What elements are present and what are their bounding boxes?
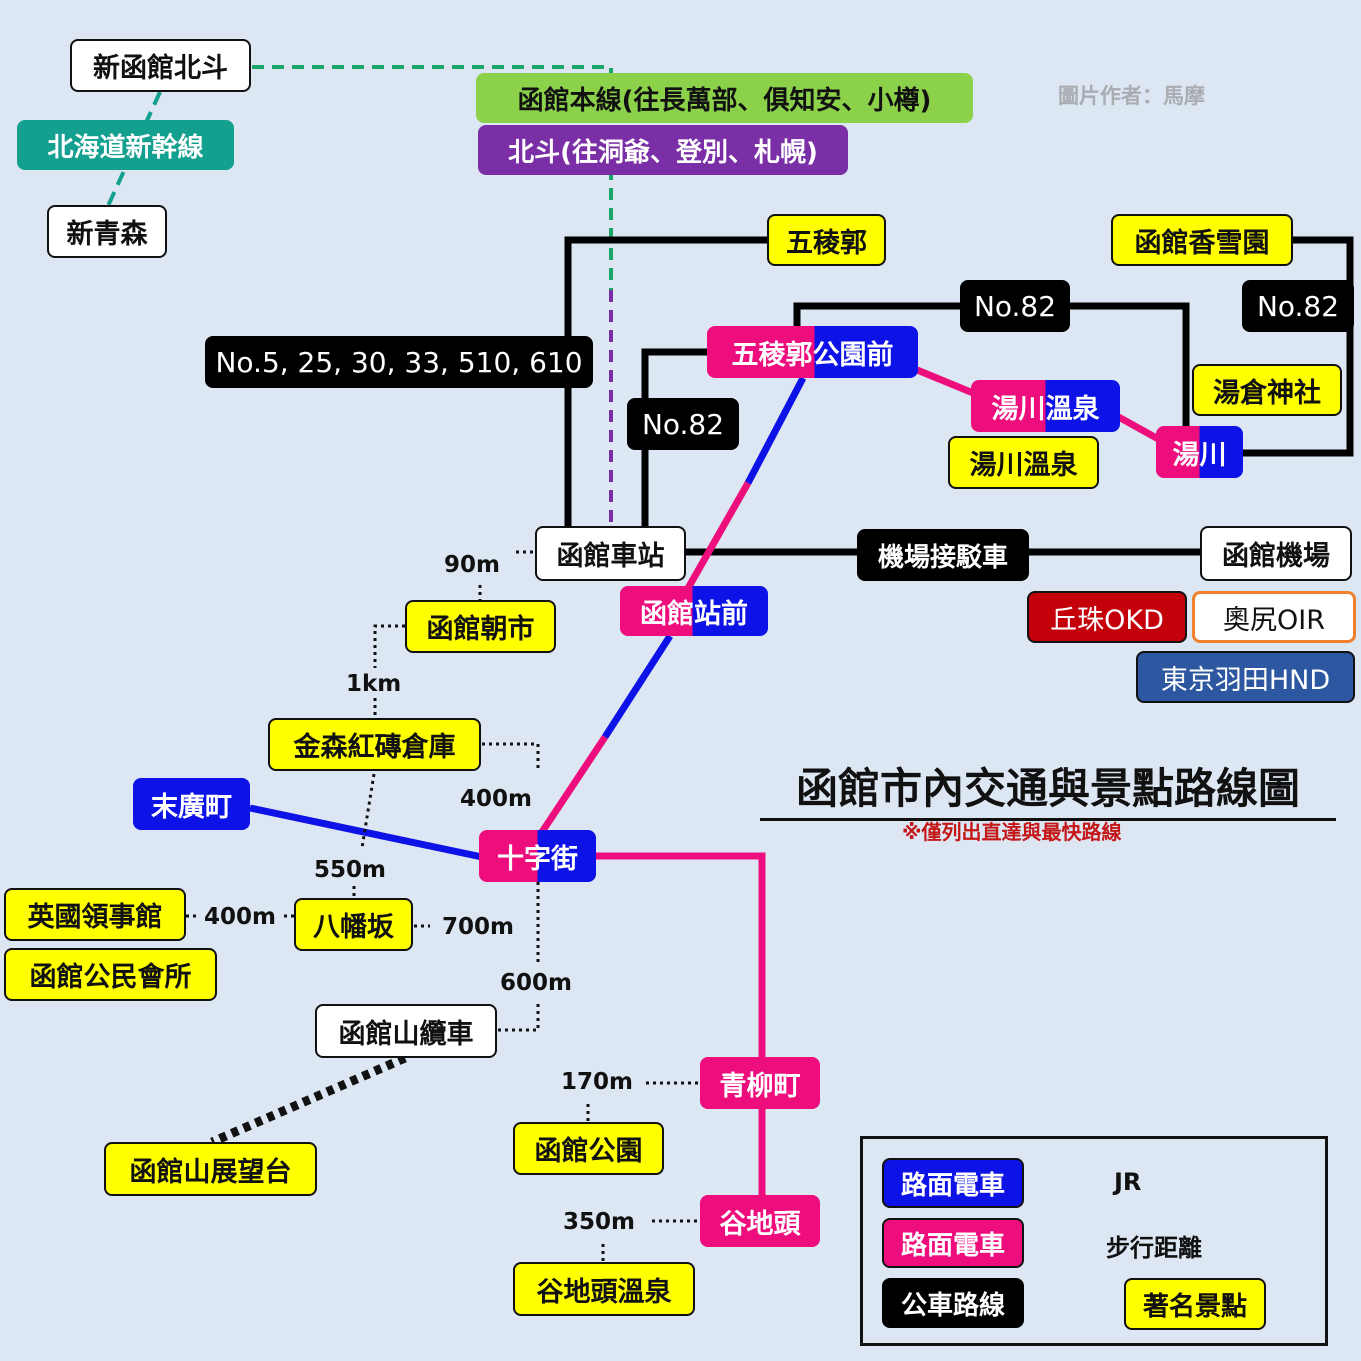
distance-350m: 350m [563, 1209, 635, 1235]
spot-kominkan[interactable]: 函館公民會所 [4, 948, 217, 1001]
spot-kosetsuen[interactable]: 函館香雪園 [1111, 214, 1293, 266]
tram-stop-yunokawa[interactable]: 湯川 [1156, 426, 1243, 478]
tram-stop-goryokaku-koen-mae[interactable]: 五稜郭公園前 [707, 326, 918, 378]
mt-hakodate-ropeway[interactable]: 函館山纜車 [315, 1004, 497, 1058]
tram-stop-aoyagicho[interactable]: 青柳町 [700, 1057, 820, 1109]
hakodate-station[interactable]: 函館車站 [535, 526, 686, 581]
legend-tram-pink: 路面電車 [882, 1218, 1024, 1268]
spot-hachimanzaka[interactable]: 八幡坂 [294, 898, 413, 951]
legend-spot: 著名景點 [1124, 1278, 1266, 1330]
author-credit: 圖片作者：馬摩 [1058, 84, 1205, 108]
spot-asaichi[interactable]: 函館朝市 [405, 600, 556, 653]
distance-700m: 700m [442, 914, 514, 940]
spot-kanemori-warehouse[interactable]: 金森紅磚倉庫 [268, 718, 481, 771]
distance-400m-consulate: 400m [204, 904, 276, 930]
airport-shuttle-label: 機場接駁車 [857, 529, 1029, 581]
spot-mt-hakodate-observatory[interactable]: 函館山展望台 [104, 1142, 317, 1196]
bus-no82-label-b: No.82 [1242, 280, 1354, 332]
spot-yachigashira-onsen[interactable]: 谷地頭溫泉 [513, 1262, 695, 1316]
map-title: 函館市內交通與景點路線圖 [760, 755, 1336, 821]
distance-1km: 1km [346, 671, 402, 697]
distance-170m: 170m [561, 1069, 633, 1095]
hakodate-airport[interactable]: 函館機場 [1200, 526, 1352, 581]
distance-90m: 90m [444, 552, 500, 578]
spot-yunokura-shrine[interactable]: 湯倉神社 [1192, 364, 1342, 416]
hokkaido-shinkansen-label: 北海道新幹線 [17, 120, 234, 170]
hakodate-main-line-label: 函館本線(往長萬部、俱知安、小樽) [476, 73, 973, 123]
bus-no82-label-c: No.82 [627, 398, 739, 450]
spot-hakodate-park[interactable]: 函館公園 [513, 1122, 664, 1175]
legend-bus: 公車路線 [882, 1278, 1024, 1328]
bus-routes-main-label: No.5, 25, 30, 33, 510, 610 [205, 336, 593, 388]
flight-okadama-okd[interactable]: 丘珠OKD [1027, 591, 1187, 643]
flight-okushiri-oir[interactable]: 奧尻OIR [1192, 591, 1356, 643]
distance-550m: 550m [314, 857, 386, 883]
spot-british-consulate[interactable]: 英國領事館 [4, 888, 186, 941]
spot-goryokaku[interactable]: 五稜郭 [767, 214, 886, 266]
tram-stop-suehirocho[interactable]: 末廣町 [133, 778, 250, 830]
shin-aomori-station[interactable]: 新青森 [47, 205, 167, 258]
legend-walk: 步行距離 [1106, 1234, 1202, 1262]
tram-stop-yachigashira[interactable]: 谷地頭 [700, 1195, 820, 1247]
bus-no82-label-a: No.82 [960, 280, 1070, 332]
tram-stop-jujigai[interactable]: 十字街 [479, 830, 596, 882]
tram-stop-yunokawa-onsen[interactable]: 湯川溫泉 [971, 380, 1120, 432]
legend-jr: JR [1114, 1168, 1142, 1196]
map-note: ※僅列出直達與最快路線 [902, 820, 1122, 844]
distance-600m: 600m [500, 970, 572, 996]
distance-400m-kanemori: 400m [460, 786, 532, 812]
tram-stop-hakodate-ekimae[interactable]: 函館站前 [620, 586, 768, 636]
flight-haneda-hnd[interactable]: 東京羽田HND [1136, 651, 1355, 703]
legend-tram-blue: 路面電車 [882, 1158, 1024, 1208]
hokuto-limited-express-label: 北斗(往洞爺、登別、札幌) [478, 125, 848, 175]
spot-yunokawa-onsen[interactable]: 湯川溫泉 [948, 436, 1099, 489]
shin-hakodate-hokuto-station[interactable]: 新函館北斗 [70, 39, 251, 92]
